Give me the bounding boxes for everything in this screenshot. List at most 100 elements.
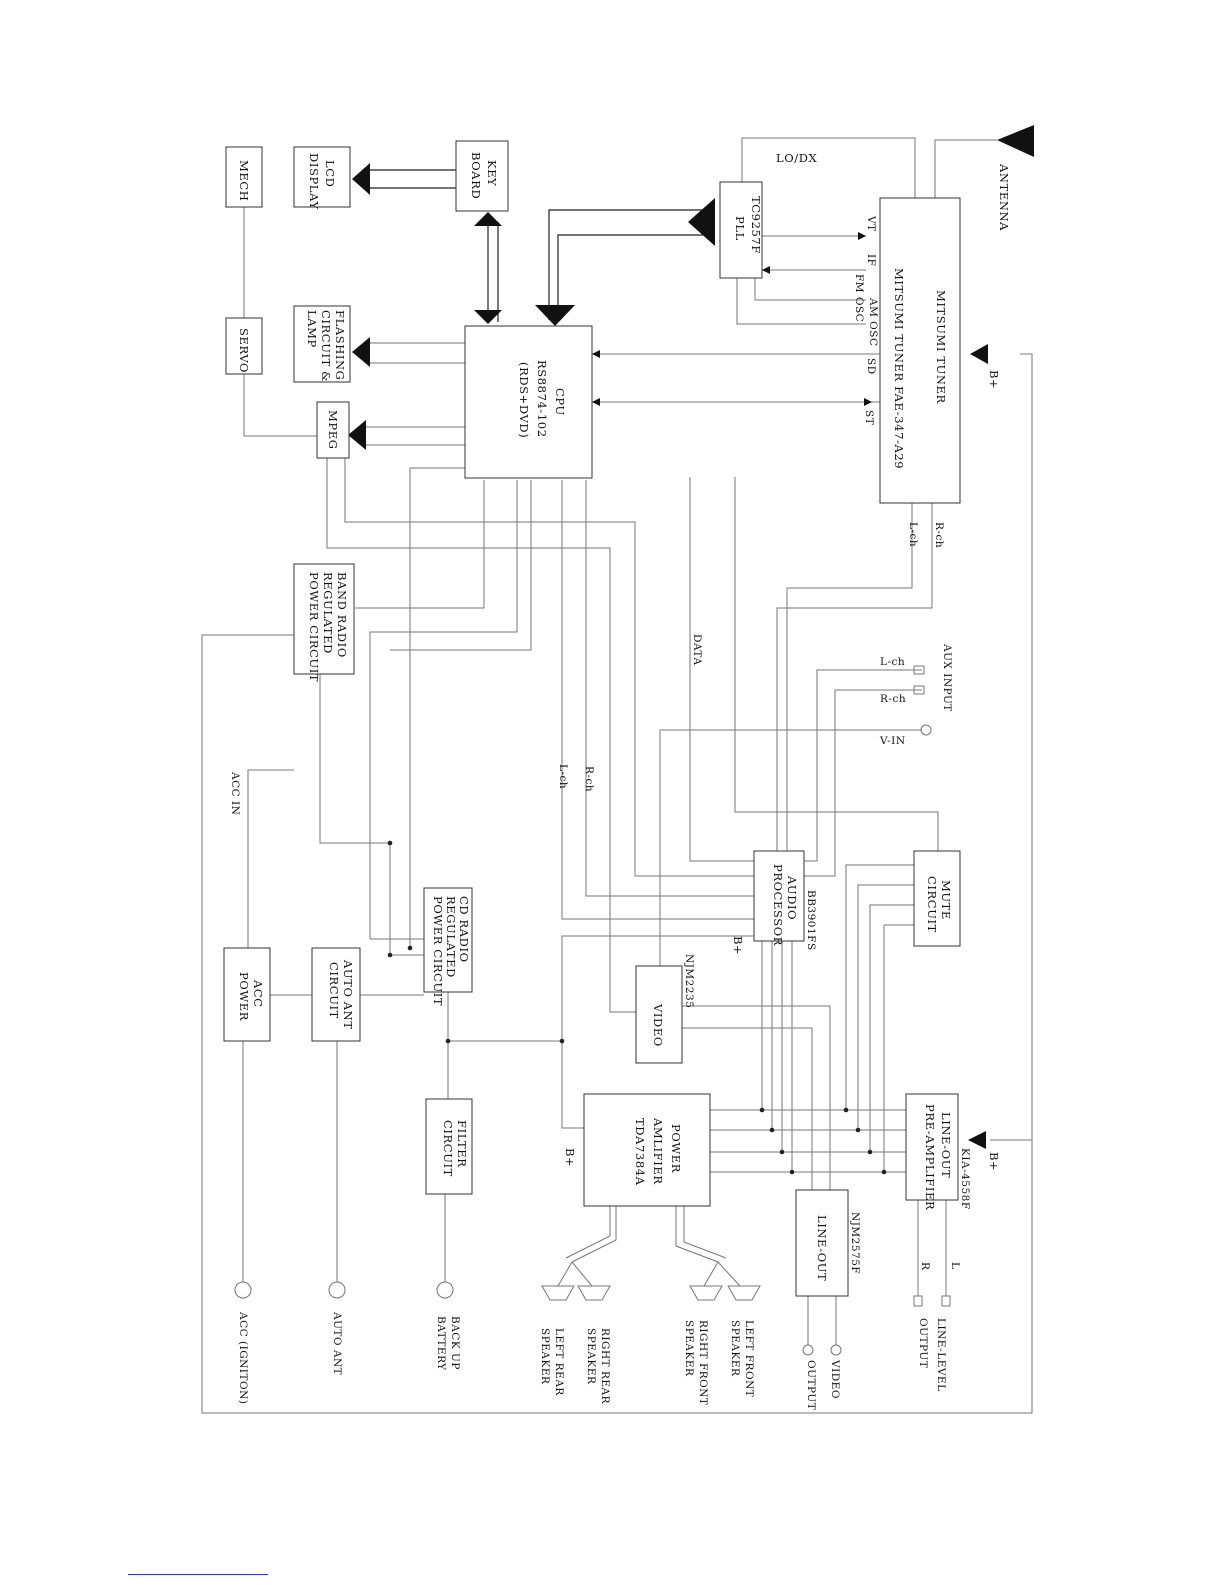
mech-block: MECH: [225, 146, 263, 208]
cpu-label-1: CPU: [553, 388, 567, 416]
mpeg-label: MPEG: [326, 410, 340, 450]
audio-proc-label-1: AUDIO: [785, 875, 799, 920]
sd-label: SD: [865, 358, 877, 375]
aux-input-label: AUX INPUT: [941, 643, 953, 712]
keyboard-label-1: KEY: [485, 160, 499, 186]
speakers: [541, 1285, 761, 1301]
mute-circuit-block: MUTE CIRCUIT: [913, 850, 961, 947]
vt-label: VT: [865, 215, 877, 232]
video-block: VIDEO: [635, 965, 683, 1064]
pll-label-1: TC9257F: [749, 196, 763, 254]
antenna-label: ANTENNA: [997, 163, 1011, 231]
cpu-block: CPU RS8874-102 (RDS+DVD): [464, 325, 593, 479]
acc-in-label: ACC IN: [229, 771, 241, 815]
right-rear-label-1: RIGHT REAR: [599, 1328, 611, 1405]
acc-ign-label: ACC (IGNITON): [237, 1311, 249, 1404]
am-osc-label: AM OSC: [867, 297, 879, 347]
acc-power-block: ACC POWER: [223, 947, 271, 1042]
labels: LO/DX ANTENNA B+ B+ B+ B+ VT IF FM OSC A…: [229, 151, 1011, 1410]
lcd-label-1: LCD: [323, 160, 337, 187]
preamp-label-1: LINE-OUT: [939, 1112, 953, 1178]
audio-proc-label-2: PROCESSOR: [771, 864, 785, 946]
band-radio-label-1: BAND RADIO: [335, 572, 349, 658]
bplus-label-2: B+: [987, 1152, 1001, 1171]
cd-radio-label-3: POWER CIRCUIT: [431, 896, 445, 1006]
lineout-label: LINE-OUT: [815, 1215, 829, 1281]
flashing-label-2: CIRCUIT &: [319, 310, 333, 382]
power-amp-label-1: POWER: [669, 1124, 683, 1173]
filter-label-1: FILTER: [455, 1120, 469, 1168]
bb3901fs-label: BB3901FS: [805, 890, 817, 951]
cpu-label-2: RS8874-102: [535, 360, 549, 438]
auto-ant-term-label: AUTO ANT: [331, 1311, 343, 1375]
terminals: [234, 665, 951, 1356]
servo-label: SERVO: [237, 328, 251, 373]
tuner-label-1: MITSUMI TUNER: [934, 290, 948, 404]
acc-power-label-2: POWER: [237, 972, 251, 1021]
st-label: ST: [863, 410, 875, 425]
video-out-label: VIDEO: [829, 1359, 841, 1399]
left-front-label-2: SPEAKER: [729, 1320, 741, 1377]
footer-link-underline[interactable]: [128, 1574, 268, 1575]
data-label: DATA: [691, 634, 703, 665]
keyboard-block: KEY BOARD: [455, 140, 509, 212]
flashing-label-3: LAMP: [305, 310, 319, 348]
video-label: VIDEO: [651, 1003, 665, 1047]
cpu-label-3: (RDS+DVD): [517, 362, 531, 438]
lcd-arrow: [352, 163, 370, 195]
backup-label: BACK UP: [449, 1316, 461, 1370]
band-radio-block: BAND RADIO REGULATED POWER CIRCUIT: [293, 563, 355, 682]
output-label: OUTPUT: [917, 1318, 929, 1368]
mute-label-1: MUTE: [939, 880, 953, 920]
njm2235-label: NJM2235: [683, 954, 695, 1008]
power-amp-block: POWER AMLIFIER TDA7384A: [583, 1093, 711, 1207]
tuner-lch-label: L-ch: [907, 522, 919, 547]
kia4558f-label: KIA-4558F: [959, 1148, 971, 1210]
vin-label: V-IN: [879, 735, 906, 747]
cpu-lch-label: L-ch: [557, 764, 569, 789]
output2-label: OUTPUT: [805, 1360, 817, 1410]
flashing-circuit-block: FLASHING CIRCUIT & LAMP: [293, 305, 351, 383]
flashing-label-1: FLASHING: [333, 310, 347, 380]
band-radio-label-2: REGULATED: [321, 572, 335, 654]
bplus-label-3: B+: [731, 936, 745, 955]
right-front-label-1: RIGHT FRONT: [697, 1320, 709, 1405]
band-radio-label-3: POWER CIRCUIT: [307, 572, 321, 682]
bplus-label-4: B+: [563, 1148, 577, 1167]
power-bus: [201, 353, 1033, 1414]
cpu-rch-label: R-ch: [583, 766, 595, 792]
auto-ant-label-1: AUTO ANT: [341, 959, 355, 1030]
tuner-block: MITSUMI TUNER MITSUMI TUNER FAE-347-A29: [879, 197, 961, 504]
lineout-block: LINE-OUT: [795, 1189, 849, 1297]
mech-label: MECH: [237, 160, 251, 201]
if-label: IF: [865, 254, 877, 266]
battery-label: BATTERY: [435, 1316, 447, 1371]
junction-dots: [387, 840, 887, 1175]
power-amp-label-3: TDA7384A: [633, 1118, 647, 1186]
pll-label-2: PLL: [733, 216, 747, 241]
mpeg-block: MPEG: [316, 401, 350, 459]
cd-radio-label-1: CD RADIO: [457, 896, 471, 963]
pll-arrow: [688, 198, 715, 246]
left-front-label-1: LEFT FRONT: [743, 1320, 755, 1397]
out-l-label: L: [949, 1262, 961, 1269]
right-rear-label-2: SPEAKER: [585, 1328, 597, 1385]
filter-label-2: CIRCUIT: [441, 1120, 455, 1177]
auto-ant-label-2: CIRCUIT: [327, 962, 341, 1019]
left-rear-label-1: LEFT REAR: [553, 1328, 565, 1396]
audio-processor-block: AUDIO PROCESSOR: [753, 850, 805, 946]
arrows: [348, 125, 1034, 1149]
right-front-label-2: SPEAKER: [683, 1320, 695, 1377]
bplus-label: B+: [987, 370, 1001, 389]
left-rear-label-2: SPEAKER: [539, 1328, 551, 1385]
out-r-label: R: [919, 1262, 931, 1271]
aux-lch-label: L-ch: [880, 656, 905, 668]
tuner-label-2: MITSUMI TUNER FAE-347-A29: [892, 268, 906, 469]
cd-radio-block: CD RADIO REGULATED POWER CIRCUIT: [423, 887, 473, 1006]
antenna-arrow: [997, 125, 1034, 157]
tuner-rch-label: R-ch: [933, 522, 945, 548]
cpu-pll-arrow: [535, 305, 575, 326]
auto-ant-block: AUTO ANT CIRCUIT: [311, 947, 361, 1042]
preamp-label-2: PRE-AMPLIFIER: [923, 1104, 937, 1210]
